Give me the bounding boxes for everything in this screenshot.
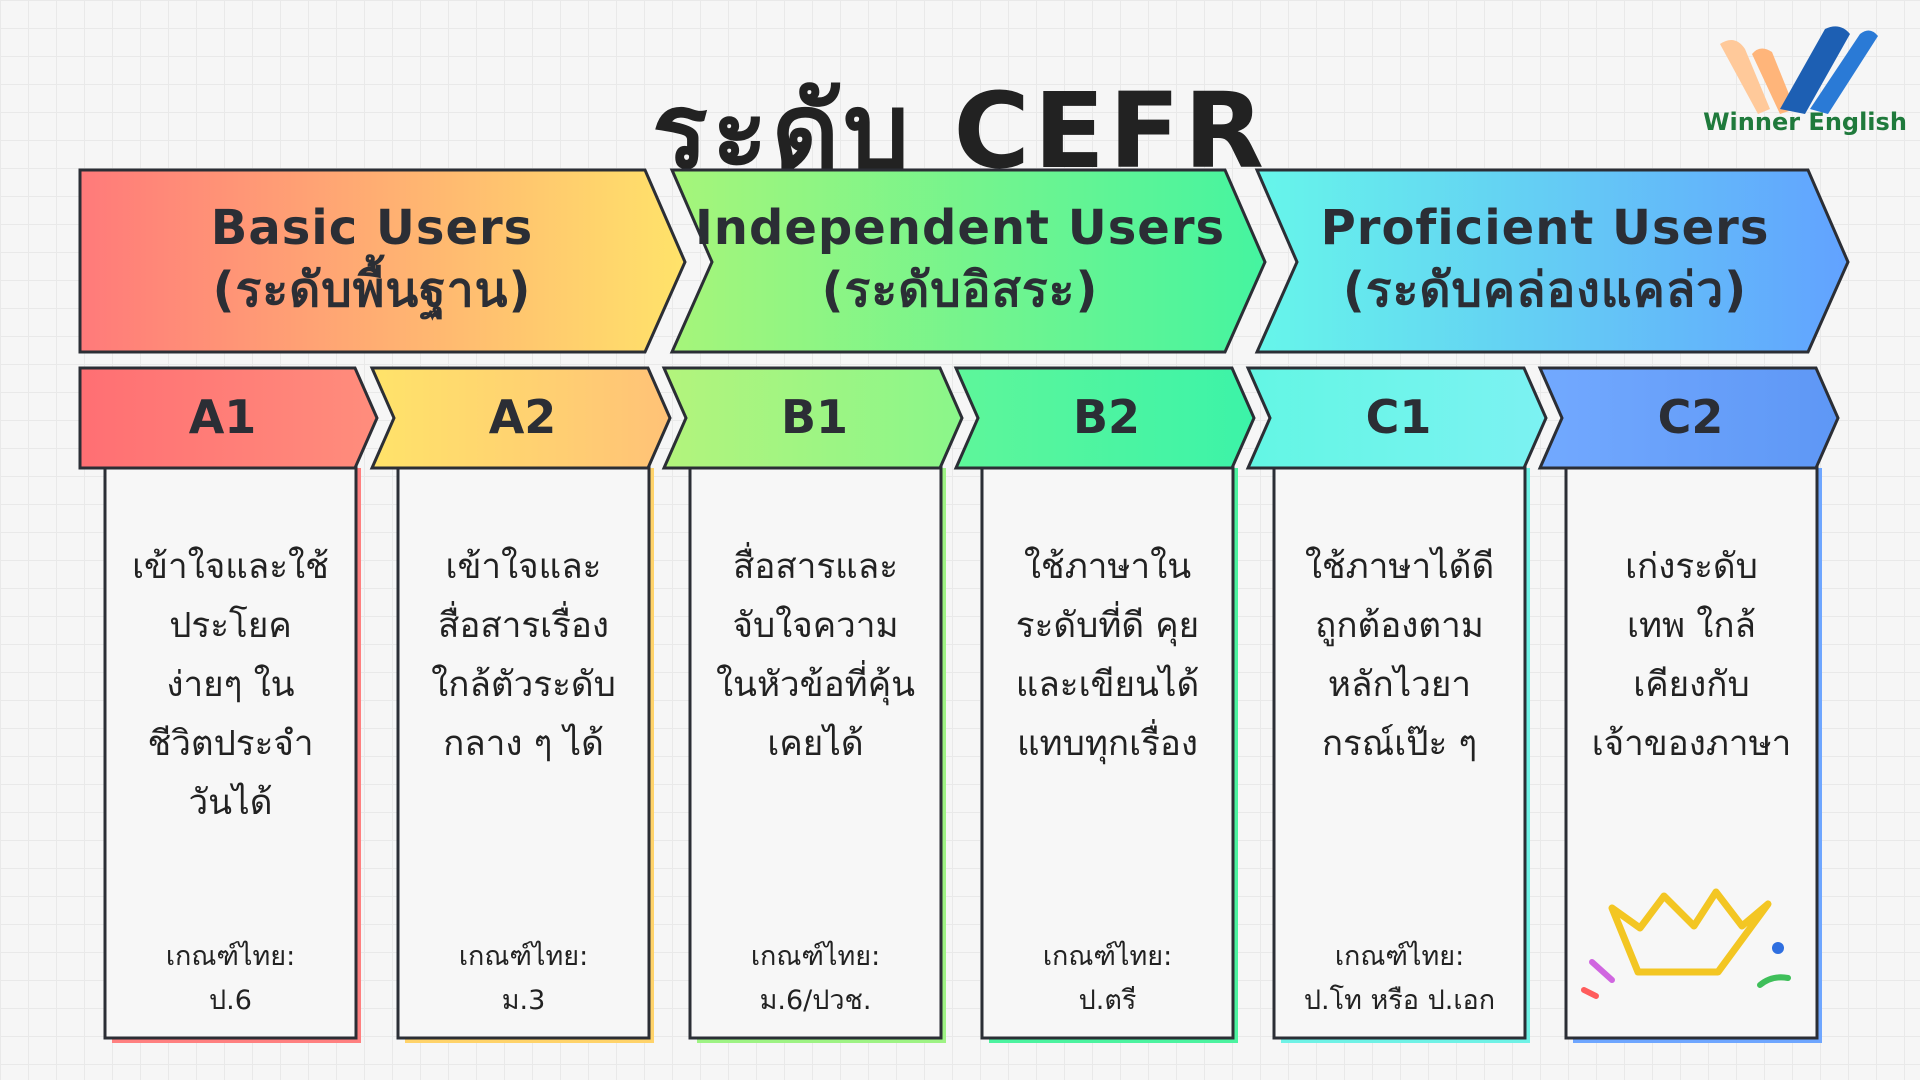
criteria-label: เกณฑ์ไทย: — [458, 941, 589, 972]
description-line: เข้าใจและใช้ — [132, 547, 329, 587]
level-c2-code: C2 — [1657, 390, 1724, 444]
group-proficient-name: Proficient Users — [1320, 200, 1770, 256]
description-line: เคียงกับ — [1633, 665, 1750, 705]
criteria-label: เกณฑ์ไทย: — [1042, 941, 1173, 972]
level-card-b1 — [661, 366, 964, 1043]
level-b2-description: ใช้ภาษาใน ระดับที่ดี คุย และเขียนได้ แทบ… — [987, 538, 1228, 774]
description-line: ถูกต้องตาม — [1315, 606, 1484, 646]
criteria-label: เกณฑ์ไทย: — [165, 941, 296, 972]
description-line: กรณ์เป๊ะ ๆ — [1321, 724, 1478, 764]
description-line: เก่งระดับ — [1625, 547, 1758, 587]
description-line: ง่ายๆ ใน — [166, 665, 295, 705]
group-independent-thai: (ระดับอิสระ) — [821, 262, 1099, 318]
level-a2-code: A2 — [488, 390, 557, 444]
description-line: ระดับที่ดี คุย — [1015, 606, 1200, 646]
description-line: จับใจความ — [732, 606, 899, 646]
crown-icon — [1581, 888, 1791, 999]
criteria-label: เกณฑ์ไทย: — [750, 941, 881, 972]
level-a2-description: เข้าใจและ สื่อสารเรื่อง ใกล้ตัวระดับ กลา… — [403, 538, 644, 774]
criteria-label: เกณฑ์ไทย: — [1334, 941, 1465, 972]
group-proficient-thai: (ระดับคล่องแคล่ว) — [1342, 262, 1748, 318]
level-c1-description: ใช้ภาษาได้ดี ถูกต้องตาม หลักไวยา กรณ์เป๊… — [1279, 538, 1520, 774]
group-banner-basic — [78, 168, 687, 354]
level-card-b2 — [953, 366, 1256, 1043]
criteria-value: ม.3 — [501, 985, 546, 1016]
level-c1-code: C1 — [1365, 390, 1432, 444]
logo-text: Winner English — [1703, 108, 1907, 136]
description-line: ประโยค — [169, 606, 292, 646]
level-a1-code: A1 — [188, 390, 257, 444]
group-banner-proficient — [1254, 168, 1850, 354]
level-b1-code: B1 — [780, 390, 849, 444]
description-line: วันได้ — [188, 783, 273, 823]
description-line: และเขียนได้ — [1015, 665, 1200, 705]
description-line: กลาง ๆ ได้ — [443, 724, 604, 764]
criteria-value: ป.โท หรือ ป.เอก — [1303, 985, 1496, 1016]
level-card-c1 — [1245, 366, 1548, 1043]
description-line: เจ้าของภาษา — [1591, 724, 1792, 764]
criteria-value: ป.ตรี — [1078, 985, 1137, 1016]
description-line: ใช้ภาษาใน — [1023, 547, 1192, 587]
level-card-a2 — [369, 366, 672, 1043]
group-proficient-label: Proficient Users (ระดับคล่องแคล่ว) — [1270, 197, 1820, 321]
level-a1-description: เข้าใจและใช้ ประโยค ง่ายๆ ใน ชีวิตประจำ … — [110, 538, 351, 833]
level-a1-thai-criteria: เกณฑ์ไทย: ป.6 — [110, 935, 351, 1023]
level-b1-description: สื่อสารและ จับใจความ ในหัวข้อที่คุ้น เคย… — [695, 538, 936, 774]
level-a2-thai-criteria: เกณฑ์ไทย: ม.3 — [403, 935, 644, 1023]
winner-english-logo-icon — [1720, 26, 1878, 115]
description-line: สื่อสารและ — [732, 547, 898, 587]
description-line: เข้าใจและ — [445, 547, 602, 587]
group-basic-name: Basic Users — [210, 200, 534, 256]
level-card-c2 — [1537, 366, 1840, 1043]
description-line: หลักไวยา — [1327, 665, 1472, 705]
level-c2-description: เก่งระดับ เทพ ใกล้ เคียงกับ เจ้าของภาษา — [1571, 538, 1812, 774]
criteria-value: ป.6 — [209, 985, 252, 1016]
description-line: ใกล้ตัวระดับ — [431, 665, 616, 705]
description-line: ใช้ภาษาได้ดี — [1304, 547, 1495, 587]
description-line: สื่อสารเรื่อง — [437, 606, 610, 646]
description-line: แทบทุกเรื่อง — [1017, 724, 1198, 764]
description-line: ในหัวข้อที่คุ้น — [715, 665, 916, 705]
criteria-value: ม.6/ปวช. — [759, 985, 872, 1016]
level-c1-thai-criteria: เกณฑ์ไทย: ป.โท หรือ ป.เอก — [1279, 935, 1520, 1023]
group-basic-thai: (ระดับพื้นฐาน) — [212, 262, 532, 318]
group-banner-independent — [669, 168, 1267, 354]
group-independent-label: Independent Users (ระดับอิสระ) — [690, 197, 1230, 321]
level-b1-thai-criteria: เกณฑ์ไทย: ม.6/ปวช. — [695, 935, 936, 1023]
description-line: เคยได้ — [767, 724, 864, 764]
level-b2-thai-criteria: เกณฑ์ไทย: ป.ตรี — [987, 935, 1228, 1023]
group-basic-label: Basic Users (ระดับพื้นฐาน) — [92, 197, 652, 321]
description-line: ชีวิตประจำ — [147, 724, 314, 764]
level-b2-code: B2 — [1072, 390, 1141, 444]
level-card-a1 — [78, 366, 379, 1043]
description-line: เทพ ใกล้ — [1627, 606, 1756, 646]
group-independent-name: Independent Users — [694, 200, 1226, 256]
